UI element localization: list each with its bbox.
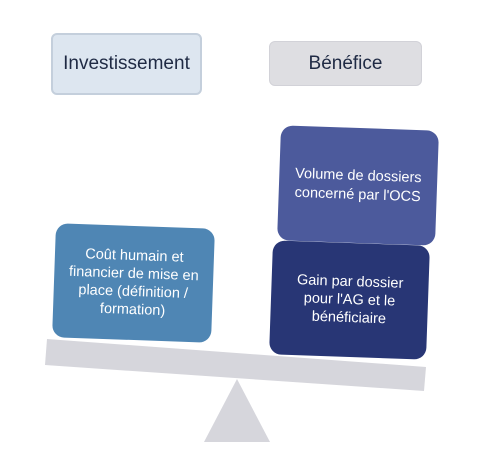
scale-beam — [45, 339, 426, 391]
cost-block-text: Coût humain et financier de mise en plac… — [68, 246, 199, 320]
gain-block-text: Gain par dossier pour l'AG et le bénéfic… — [296, 271, 404, 328]
benefit-label: Bénéfice — [269, 41, 422, 86]
cost-block: Coût humain et financier de mise en plac… — [52, 223, 215, 343]
investment-label: Investissement — [51, 33, 202, 95]
investment-label-text: Investissement — [63, 53, 190, 74]
volume-block: Volume de dossiers concerné par l'OCS — [277, 125, 439, 246]
volume-block-text: Volume de dossiers concerné par l'OCS — [294, 166, 422, 205]
benefit-label-text: Bénéfice — [308, 52, 383, 74]
scale-fulcrum — [204, 379, 270, 442]
gain-block: Gain par dossier pour l'AG et le bénéfic… — [269, 240, 430, 360]
